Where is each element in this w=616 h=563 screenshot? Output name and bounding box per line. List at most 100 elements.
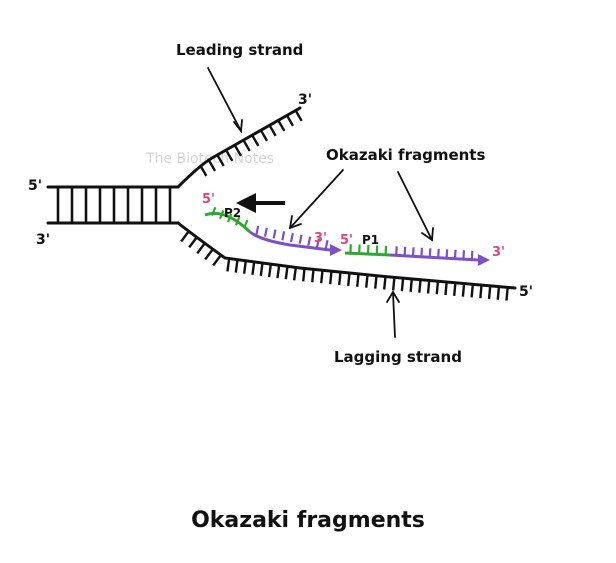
lagging-strand-pointer [392,292,396,338]
lagging-strand-pointer-head [386,290,400,303]
okazaki-pointer-left-head [288,215,302,230]
fragment-2-tick [445,249,449,259]
primer-p2-tick [226,213,233,223]
lagging-base-tick [226,258,231,272]
fragment-1-tick [289,232,294,243]
leading-base-tick [233,144,243,157]
primer-p1-strand [344,251,391,257]
lagging-base-tick [267,263,273,278]
primer-p1 [344,244,391,257]
lagging-base-tick [444,281,448,296]
fragment-1-tick [298,234,303,244]
leading-template-strand [176,106,302,189]
lagging-strand-bases [180,230,509,301]
lagging-arm [176,221,517,301]
p1-start-label: 5' [340,233,353,248]
fragment-2-tick [395,246,398,256]
fragment-1-tick [255,225,260,236]
leading-arm [176,106,303,189]
lagging-base-tick [276,265,281,279]
leading-base-tick [225,149,234,162]
okazaki-fragment-2 [389,246,490,266]
leading-base-tick [259,129,269,142]
lagging-base-tick [188,236,198,249]
primer-p1-label: P1 [362,233,379,247]
fork-arrow-head [236,193,256,213]
fragment-1-tick [315,238,320,248]
lagging-base-tick [292,267,298,281]
leading-strand-label: Leading strand [176,41,303,59]
lagging-base-tick [418,279,422,293]
left-bottom-end-label: 3' [36,232,50,248]
lagging-base-tick [284,266,289,280]
fragment-1-tick [263,227,268,237]
lagging-base-tick [311,269,315,283]
fragment-2-tick [420,247,424,257]
fragment-2-tick [403,246,407,256]
primer-p2-bases [210,206,249,229]
fragment-2-strand [389,253,479,262]
fragment-2-tick [411,247,415,257]
lagging-base-tick [338,271,342,286]
lagging-base-tick [391,277,396,291]
fragment-1-tick [272,229,277,239]
primer-p2-strand [204,211,252,234]
fragment-2-tick [470,250,474,260]
leading-strand-pointer-head [233,119,243,134]
fragment-2-end-label: 3' [492,245,505,260]
lagging-base-tick [329,271,333,285]
primer-p2-tick [242,219,249,229]
fragment-1-arrowhead [330,244,342,256]
lagging-base-tick [320,270,324,284]
lagging-base-tick [409,278,413,293]
leading-base-tick [216,154,225,167]
lagging-base-tick [374,275,378,289]
leading-base-tick [199,164,208,177]
fragment-1-tick [324,240,329,250]
leading-base-tick [251,134,260,147]
lagging-base-tick [356,273,360,287]
leading-base-tick [268,124,277,137]
okazaki-fragment-1 [249,225,342,256]
lagging-base-tick [496,286,501,300]
lagging-strand-label: Lagging strand [334,348,462,366]
okazaki-pointer-right [397,171,433,241]
lagging-base-tick [461,283,466,297]
fork-direction-arrow [236,193,285,213]
lagging-base-tick [452,282,457,296]
fragment-1-tick [281,231,286,241]
leading-strand-pointer [207,67,242,132]
leading-base-tick [294,109,303,122]
primer-p2-label: P2 [224,206,241,220]
okazaki-fragments-label: Okazaki fragments [326,146,485,164]
leading-base-tick [207,159,217,172]
leading-end-label: 3' [298,92,312,108]
lagging-base-tick [259,262,264,277]
okazaki-pointer-left [289,169,344,229]
fragment-2-arrowhead [478,254,490,266]
okazaki-pointer-right-head [421,227,434,242]
primer-p2 [204,206,252,234]
fragment-2-tick [462,250,466,260]
p2-start-label: 5' [202,192,215,207]
primer-p2-tick [234,216,241,226]
lagging-base-tick [479,285,483,299]
replication-fork-diagram: The Biotech Notes [28,41,533,366]
leading-base-tick [277,119,286,132]
label-pointers [207,67,434,338]
lagging-base-tick [234,259,239,273]
lagging-base-tick [242,260,248,274]
fragment-1-strand [249,230,331,252]
leading-strand-bases [199,109,303,177]
left-top-end-label: 5' [28,178,42,194]
primer-p2-tick [218,210,225,220]
fragment-1-end-label: 3' [314,231,327,246]
base-pair-rungs [56,187,172,223]
figure-caption: Okazaki fragments [191,508,425,533]
lagging-base-tick [400,278,405,292]
lagging-base-tick [251,261,256,275]
lagging-base-tick [347,272,351,287]
lagging-base-tick [487,285,492,300]
leading-base-tick [285,114,295,127]
lagging-base-tick [383,276,387,290]
